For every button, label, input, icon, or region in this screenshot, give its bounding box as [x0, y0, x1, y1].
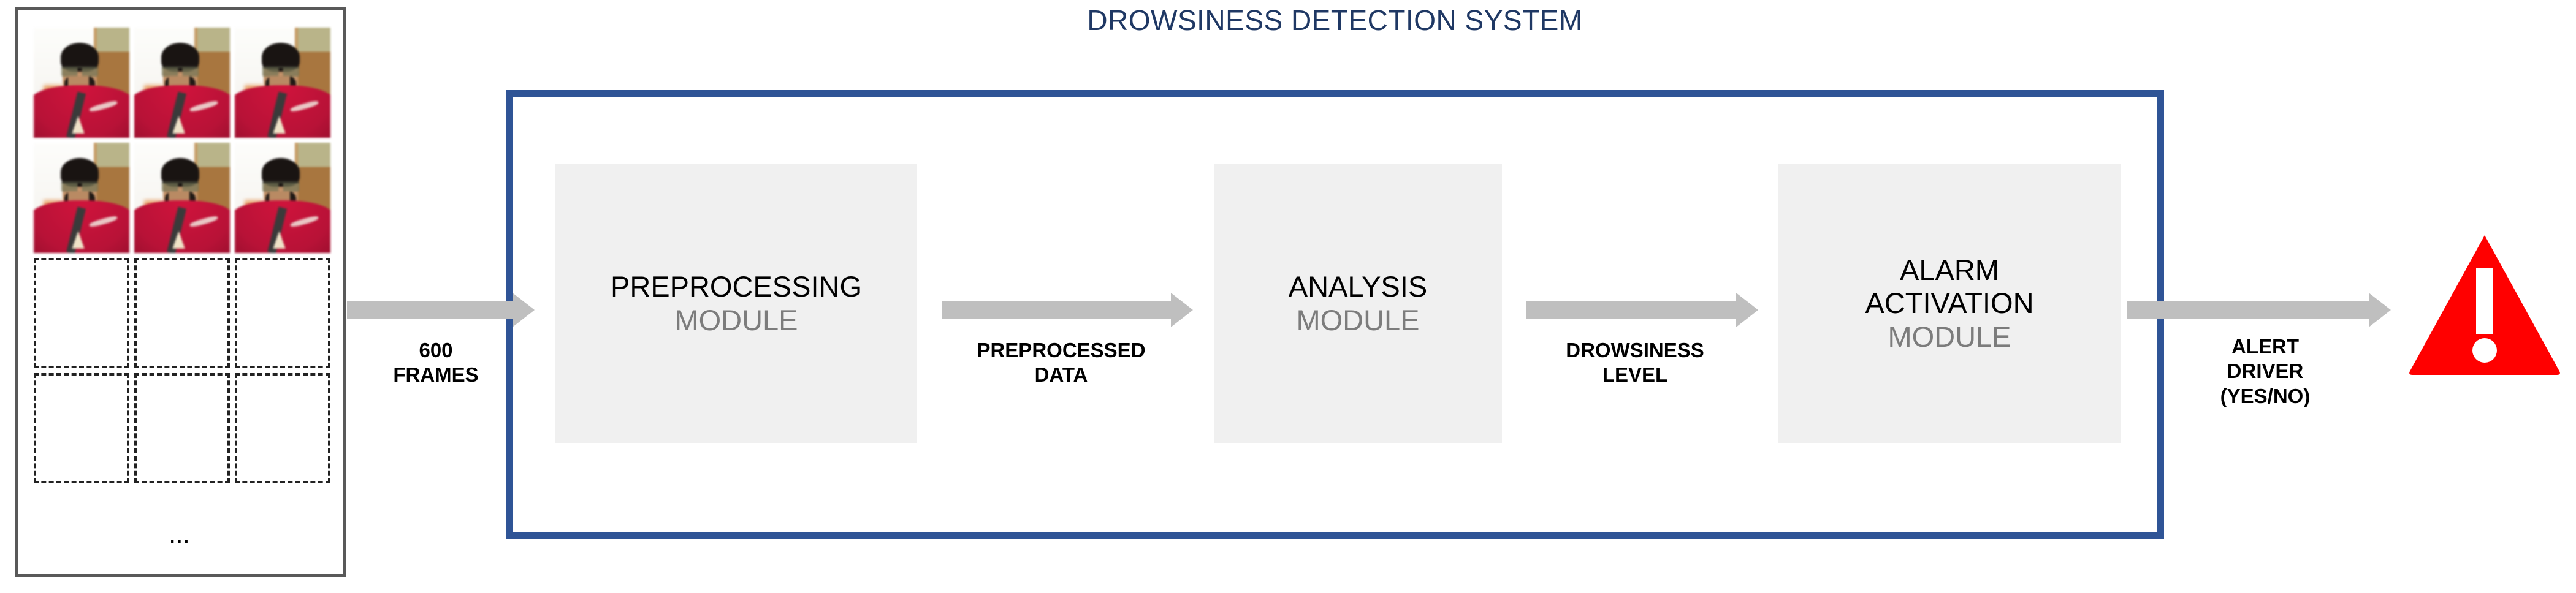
module-title-line2: ACTIVATION	[1865, 287, 2034, 320]
flow-label-line: DROWSINESS	[1566, 339, 1704, 361]
module-subtitle: MODULE	[1888, 320, 2011, 353]
flow-label-line: (YES/NO)	[2220, 384, 2311, 407]
arrow-shaft	[942, 301, 1171, 319]
flow-label-input: 600 FRAMES	[347, 338, 525, 388]
module-title: PREPROCESSING	[610, 270, 863, 303]
frame-glasses	[262, 66, 299, 77]
frame-thumbnail	[34, 143, 129, 253]
flow-label-line: 600	[419, 339, 453, 361]
module-alarm-activation[interactable]: ALARM ACTIVATION MODULE	[1778, 164, 2121, 443]
module-subtitle: MODULE	[674, 303, 798, 336]
module-preprocessing[interactable]: PREPROCESSING MODULE	[555, 164, 917, 443]
frame-thumbnail	[235, 28, 330, 138]
frame-thumbnail	[235, 143, 330, 253]
flow-label-line: FRAMES	[393, 363, 479, 387]
flow-label-drowsiness-level: DROWSINESS LEVEL	[1503, 338, 1767, 388]
frame-glasses	[61, 66, 98, 77]
frames-grid	[34, 28, 330, 483]
module-analysis[interactable]: ANALYSIS MODULE	[1214, 164, 1502, 443]
flow-label-line: DATA	[1034, 363, 1088, 387]
arrow-head	[513, 293, 535, 327]
frame-glasses	[162, 181, 199, 192]
module-title-line1: ALARM	[1900, 253, 1999, 286]
arrow-right-icon	[1526, 293, 1758, 327]
frame-glasses	[162, 66, 199, 77]
frame-placeholder	[134, 373, 230, 483]
arrow-head	[1736, 293, 1758, 327]
arrow-right-icon	[347, 293, 535, 327]
frame-placeholder	[235, 373, 330, 483]
flow-label-alert-driver: ALERT DRIVER (YES/NO)	[2182, 334, 2348, 409]
frame-thumbnail	[134, 143, 230, 253]
frame-glasses	[61, 181, 98, 192]
arrow-right-icon	[2127, 293, 2391, 327]
video-frames-panel: ...	[15, 7, 346, 577]
frame-placeholder	[235, 258, 330, 368]
arrow-shaft	[2127, 301, 2369, 319]
flow-label-line: ALERT	[2231, 335, 2299, 358]
frame-placeholder	[34, 373, 129, 483]
frame-placeholder	[34, 258, 129, 368]
flow-label-line: DRIVER	[2227, 360, 2304, 383]
module-title: ANALYSIS	[1288, 270, 1428, 303]
arrow-shaft	[1526, 301, 1736, 319]
frames-ellipsis: ...	[169, 527, 191, 547]
flow-label-line: PREPROCESSED	[977, 339, 1146, 361]
arrow-head	[1171, 293, 1193, 327]
flow-label-line: LEVEL	[1602, 363, 1668, 387]
module-subtitle: MODULE	[1296, 303, 1420, 336]
arrow-shaft	[347, 301, 513, 319]
page-title: DROWSINESS DETECTION SYSTEM	[1087, 4, 1583, 36]
arrow-right-icon	[942, 293, 1193, 327]
frame-placeholder	[134, 258, 230, 368]
frame-thumbnail	[34, 28, 129, 138]
flow-label-preprocessed-data: PREPROCESSED DATA	[917, 338, 1205, 388]
arrow-head	[2369, 293, 2391, 327]
frame-thumbnail	[134, 28, 230, 138]
frame-glasses	[262, 181, 299, 192]
warning-triangle-icon	[2408, 233, 2561, 375]
